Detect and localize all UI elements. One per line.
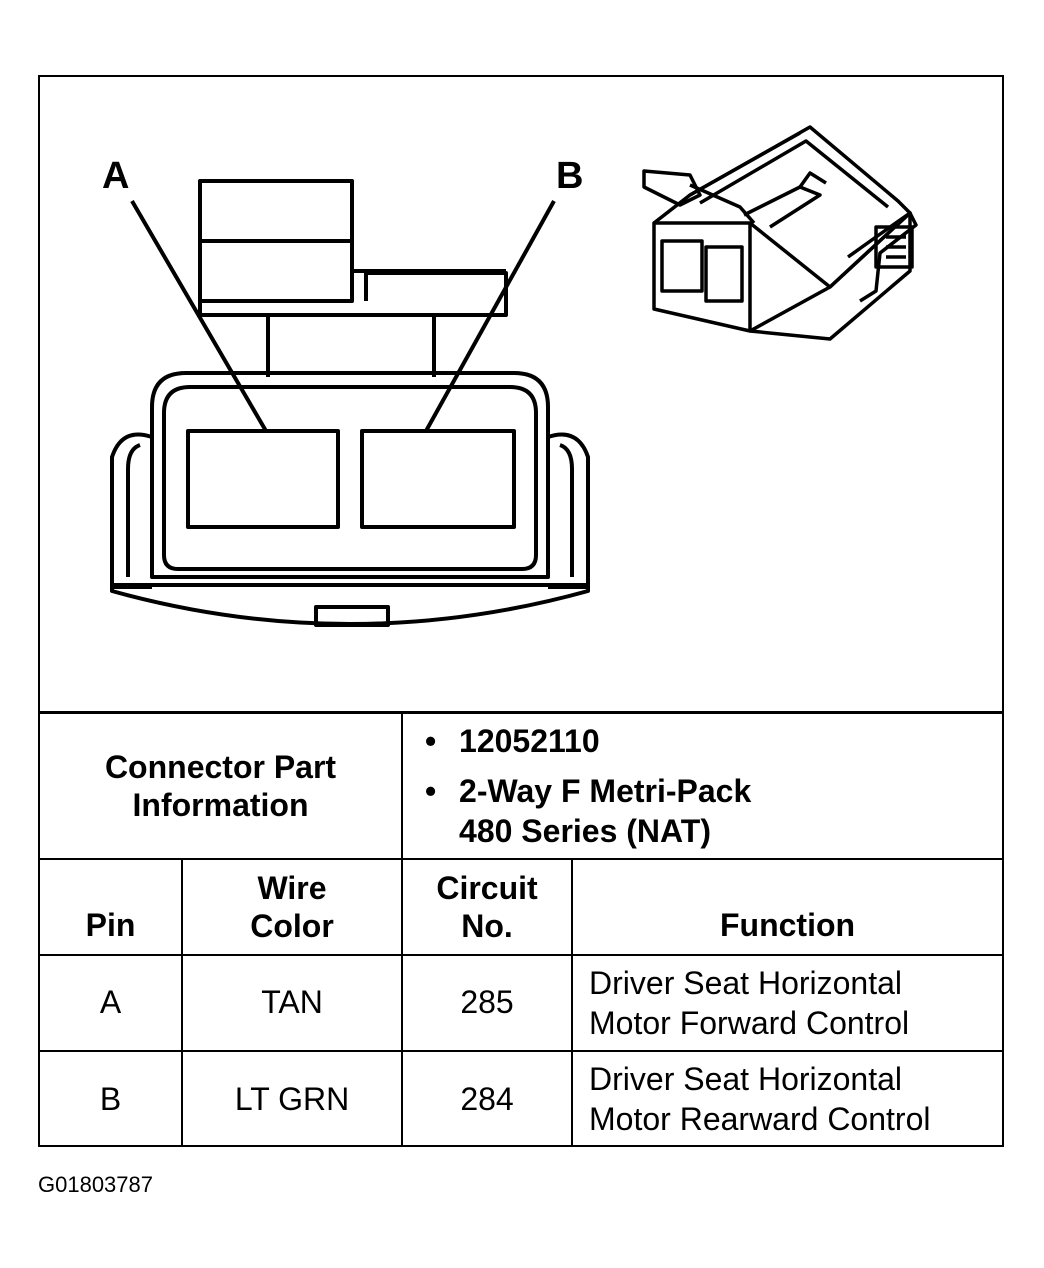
- connector-iso-view: [642, 125, 918, 341]
- row-wire-color: TAN: [180, 953, 404, 1052]
- row-circuit: 285: [401, 953, 574, 1052]
- header-pin: Pin: [40, 857, 183, 956]
- figure-id: G01803787: [38, 1172, 153, 1197]
- connector-part-label: Connector Part Information: [40, 711, 404, 860]
- row-function: Driver Seat Horizontal Motor Forward Con…: [571, 953, 1003, 1052]
- header-function: Function: [571, 857, 1003, 956]
- header-wire-color: Wire Color: [180, 857, 404, 956]
- connector-info-table: Connector Part Information •12052110 •2-…: [40, 711, 1003, 1147]
- part-number: 12052110: [459, 722, 600, 759]
- connector-part-info: •12052110 •2-Way F Metri-Pack 480 Series…: [401, 711, 1003, 860]
- connector-drawing: [110, 125, 918, 627]
- header-row: Pin Wire Color Circuit No. Function: [40, 857, 1003, 956]
- part-desc-line1: 2-Way F Metri-Pack: [459, 772, 752, 809]
- part-desc-line2: 480 Series (NAT): [459, 812, 711, 849]
- row-pin: B: [40, 1049, 183, 1147]
- header-circuit-no: Circuit No.: [401, 857, 574, 956]
- table-row: A TAN 285 Driver Seat Horizontal Motor F…: [40, 953, 1003, 1052]
- diagram-frame: A B Connector Part Information •12052110…: [38, 75, 1004, 1147]
- table-row: B LT GRN 284 Driver Seat Horizontal Moto…: [40, 1049, 1003, 1147]
- row-function: Driver Seat Horizontal Motor Rearward Co…: [571, 1049, 1003, 1147]
- connector-face-view: [110, 179, 590, 627]
- row-circuit: 284: [401, 1049, 574, 1147]
- row-wire-color: LT GRN: [180, 1049, 404, 1147]
- pin-b-callout: B: [556, 155, 584, 197]
- row-pin: A: [40, 953, 183, 1052]
- pin-a-callout: A: [102, 155, 130, 197]
